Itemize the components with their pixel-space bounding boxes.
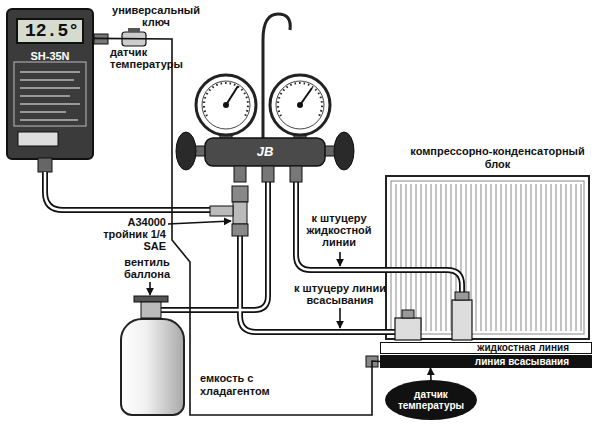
liquid-line: жидкостная линия [380, 342, 592, 354]
manifold-body [334, 132, 354, 170]
manifold-body [290, 166, 302, 182]
unit-grille [391, 181, 584, 334]
hose-core [45, 172, 210, 210]
callout-arrow [339, 308, 341, 328]
manifold-body [205, 138, 325, 166]
hose-core [45, 172, 462, 332]
gauge-right [276, 81, 324, 129]
unit-heading: компрессорно-конденсаторный блок [405, 145, 590, 171]
device-panel [14, 62, 86, 146]
part-label: к штуцеру жидкостной линии [298, 212, 380, 248]
unit-grille [396, 184, 581, 331]
manifold-body [192, 146, 206, 156]
suction-line: линия всасывания [380, 355, 592, 368]
part-label: к штуцеру линии всасывания [285, 282, 395, 306]
thermometer-device: 12.5° SH-35N [6, 8, 94, 160]
device-port [38, 158, 52, 172]
tee-fitting [210, 206, 233, 216]
gauge-right [297, 102, 303, 108]
gauge-left [226, 86, 238, 105]
manifold-body [324, 146, 338, 156]
tee-fitting [232, 224, 248, 236]
gauge-left [220, 130, 232, 142]
gauge-right [270, 75, 330, 135]
device-panel [20, 95, 70, 97]
device-panel [20, 79, 74, 81]
hose-outline [240, 236, 395, 332]
refrigerant-cylinder: емкость с хладагентом [120, 318, 185, 416]
hose-outline [296, 182, 462, 292]
hose-outline [45, 172, 462, 332]
device-panel [20, 111, 66, 113]
gauge-right [294, 130, 306, 142]
tee-fitting [210, 186, 248, 236]
device-panel [14, 62, 86, 126]
manifold-body [176, 132, 196, 170]
probe-plug [128, 28, 140, 32]
condensing-unit: компрессорно-конденсаторный блок [385, 175, 590, 340]
gauge-right [270, 75, 330, 142]
service-valve [455, 292, 469, 300]
part-label: датчик температуры [110, 46, 190, 70]
probe-plug [122, 32, 146, 46]
callout-arrow [149, 282, 151, 295]
line-name: жидкостная линия [381, 343, 591, 352]
service-valve [402, 310, 414, 318]
hook [263, 14, 290, 138]
gauge-left [196, 75, 256, 135]
manifold-body [176, 132, 354, 182]
service-valve [395, 292, 472, 340]
pointer-arrow [430, 368, 432, 380]
callout-arrow [150, 221, 340, 328]
tee-fitting [233, 202, 247, 224]
unit-grille [391, 181, 584, 334]
gauge-left [196, 75, 256, 142]
model-name: SH-35N [8, 50, 92, 63]
service-valve [452, 300, 472, 340]
cylinder-valve [141, 302, 161, 318]
gauge-right [300, 88, 312, 105]
sensor-clamp [366, 356, 378, 367]
callout-arrow [339, 252, 341, 266]
device-panel [20, 87, 80, 89]
service-valve [395, 318, 421, 340]
part-label: универсальный ключ [108, 4, 204, 28]
probe-plug [94, 34, 108, 44]
device-panel [20, 71, 80, 73]
device-panel [20, 119, 78, 121]
hose-core [161, 182, 268, 310]
callout-arrow [168, 221, 231, 224]
callout-text: датчик температуры [395, 389, 467, 411]
gauge-left [223, 102, 229, 108]
device-panel [20, 103, 80, 105]
hose-outline [161, 182, 268, 310]
part-label: вентиль баллона [112, 256, 182, 280]
manifold-body [262, 166, 274, 182]
cylinder-heading: емкость с хладагентом [200, 372, 282, 398]
cylinder-valve [134, 296, 168, 302]
cylinder-valve [134, 296, 168, 318]
gauge-left [202, 81, 250, 129]
sensor-clamp [366, 356, 378, 367]
device-port [38, 158, 52, 172]
device-panel [18, 132, 58, 146]
tee-fitting [232, 186, 248, 202]
line-name: линия всасывания [381, 356, 591, 367]
manifold-body [234, 166, 246, 182]
hose-core [240, 236, 395, 332]
gauge-right [278, 83, 322, 116]
sensor-wire [94, 38, 380, 415]
brand-logo: JB [251, 145, 279, 159]
hook [263, 14, 290, 138]
probe-plug [94, 28, 146, 46]
display-reading: 12.5° [16, 18, 84, 44]
hose-core [296, 182, 462, 292]
sensor-callout: датчик температуры [385, 380, 477, 420]
hose-outline [45, 172, 210, 210]
gauge-left [204, 83, 248, 116]
part-label: A34000 тройник 1/4 SAE [100, 216, 166, 252]
